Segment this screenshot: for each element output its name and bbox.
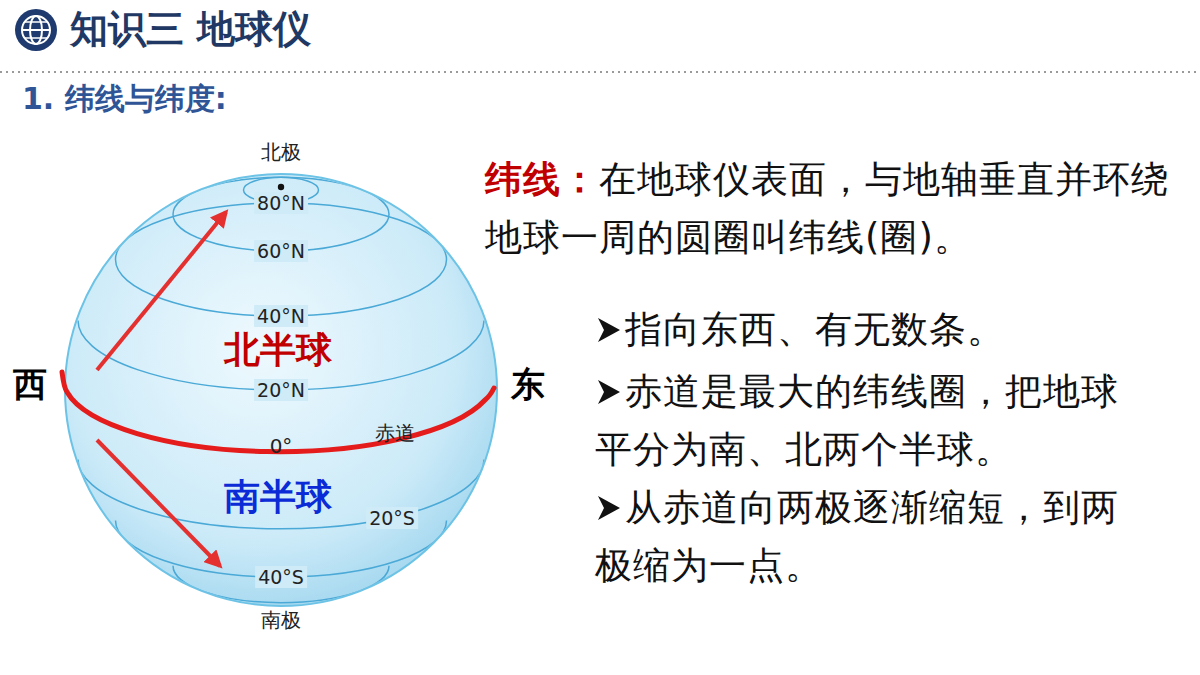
bullet-text: 赤道是最大的纬线圈，把地球平分为南、北两个半球。 (595, 363, 1143, 479)
section-heading: 1. 纬线与纬度: (22, 80, 227, 118)
definition-paragraph: 纬线：在地球仪表面，与地轴垂直并环绕地球一周的圆圈叫纬线(圈)。 (485, 151, 1185, 267)
bullet-text: 指向东西、有无数条。 (595, 301, 1143, 359)
direction-label: 东 (511, 364, 545, 404)
latitude-label: 20°S (366, 507, 418, 529)
hemisphere-label: 北半球 (224, 329, 332, 371)
direction-label: 西 (13, 364, 47, 404)
term-label: 纬线： (485, 158, 599, 201)
latitude-label: 80°N (254, 192, 308, 214)
north-pole-dot (278, 184, 284, 190)
latitude-lines (78, 177, 484, 602)
globe-icon (15, 9, 57, 51)
bullet-text: 从赤道向两极逐渐缩短，到两极缩为一点。 (595, 479, 1143, 595)
slide-title: 知识三 地球仪 (70, 6, 311, 52)
pole-label: 北极 (261, 140, 301, 164)
south-arrow (97, 440, 220, 566)
bullet-markers (598, 318, 620, 520)
latitude-label: 40°N (254, 305, 308, 327)
pole-label: 南极 (261, 608, 301, 632)
latitude-label: 40°S (255, 566, 307, 588)
latitude-label: 0° (270, 434, 293, 458)
latitude-label: 60°N (254, 240, 308, 262)
north-arrow (97, 212, 226, 370)
header-rule (0, 71, 1200, 73)
latitude-label: 20°N (254, 379, 308, 401)
equator-label: 赤道 (375, 421, 415, 445)
hemisphere-label: 南半球 (224, 476, 332, 518)
globe-body (65, 174, 497, 606)
